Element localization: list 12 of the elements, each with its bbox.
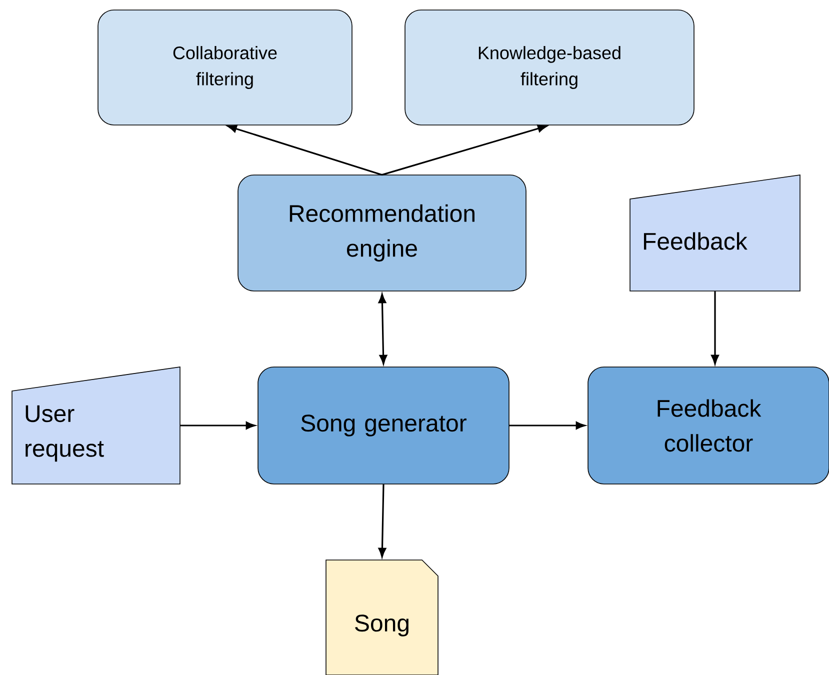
arrow (378, 294, 388, 364)
process-box: Recommendation engine (238, 174, 526, 292)
arrow (509, 422, 586, 430)
process-box: Knowledge-based filtering (404, 10, 694, 126)
process-box: Song generator (258, 366, 510, 484)
arrow (180, 422, 256, 430)
arrow (711, 291, 719, 364)
process-box: Feedback collector (588, 366, 829, 484)
process-box: Collaborative filtering (98, 10, 352, 126)
arrow (382, 124, 548, 176)
arrow (227, 124, 382, 176)
arrow (378, 484, 386, 558)
